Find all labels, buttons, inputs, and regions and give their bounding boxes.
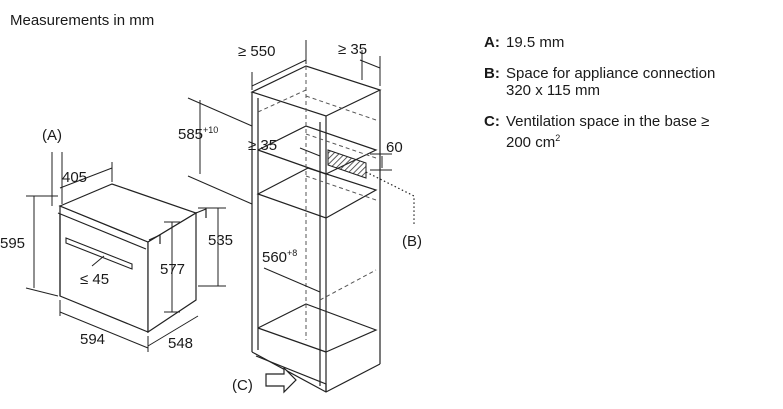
legend: A: 19.5 mm B: Space for appliance connec… [484,34,780,165]
oven-dimensions [25,152,226,352]
cabinet-back-gap-min: ≥ 35 [338,41,367,58]
cabinet-label-b: (B) [402,233,422,250]
oven-depth-bottom: 548 [168,335,193,352]
cabinet-inner-gap-min: ≥ 35 [248,137,277,154]
cabinet-niche-height: 585+10 [178,125,218,143]
legend-item-a: A: 19.5 mm [484,34,780,51]
oven-depth-top: 405 [62,169,87,186]
oven-handle-gap: ≤ 45 [80,271,109,288]
legend-item-b: B: Space for appliance connection 320 x … [484,65,780,99]
niche-height-tolerance: +10 [203,125,218,135]
oven-height-front: 595 [0,235,25,252]
legend-text-sup: 2 [555,133,561,143]
oven-inner-height: 577 [160,261,185,278]
cabinet-dimensions [187,40,392,293]
cabinet-width-min: ≥ 550 [238,43,275,60]
niche-width-tolerance: +8 [287,248,297,258]
page-title: Measurements in mm [10,12,154,29]
cabinet-label-c: (C) [232,377,253,394]
legend-key: C: [484,113,500,130]
connection-slot [327,149,367,179]
legend-key: B: [484,65,500,82]
legend-text-main: Ventilation space in the base ≥ 200 cm [506,113,710,151]
oven-drawing [57,183,207,334]
legend-text: 19.5 mm [506,34,565,51]
legend-text: Space for appliance connection 320 x 115… [506,65,716,99]
legend-item-c: C: Ventilation space in the base ≥ 200 c… [484,113,780,151]
legend-text: Ventilation space in the base ≥ 200 cm2 [506,113,780,151]
niche-height-value: 585 [178,126,203,143]
oven-width-front: 594 [80,331,105,348]
cabinet-niche-width: 560+8 [262,248,297,266]
cabinet-hidden-lines [257,66,377,340]
cabinet-drawing [250,65,382,393]
ventilation-arrow [265,366,297,394]
oven-label-a: (A) [42,127,62,144]
oven-height-side: 535 [208,232,233,249]
cabinet-slot-height: 60 [386,139,403,156]
niche-width-value: 560 [262,249,287,266]
legend-key: A: [484,34,500,51]
